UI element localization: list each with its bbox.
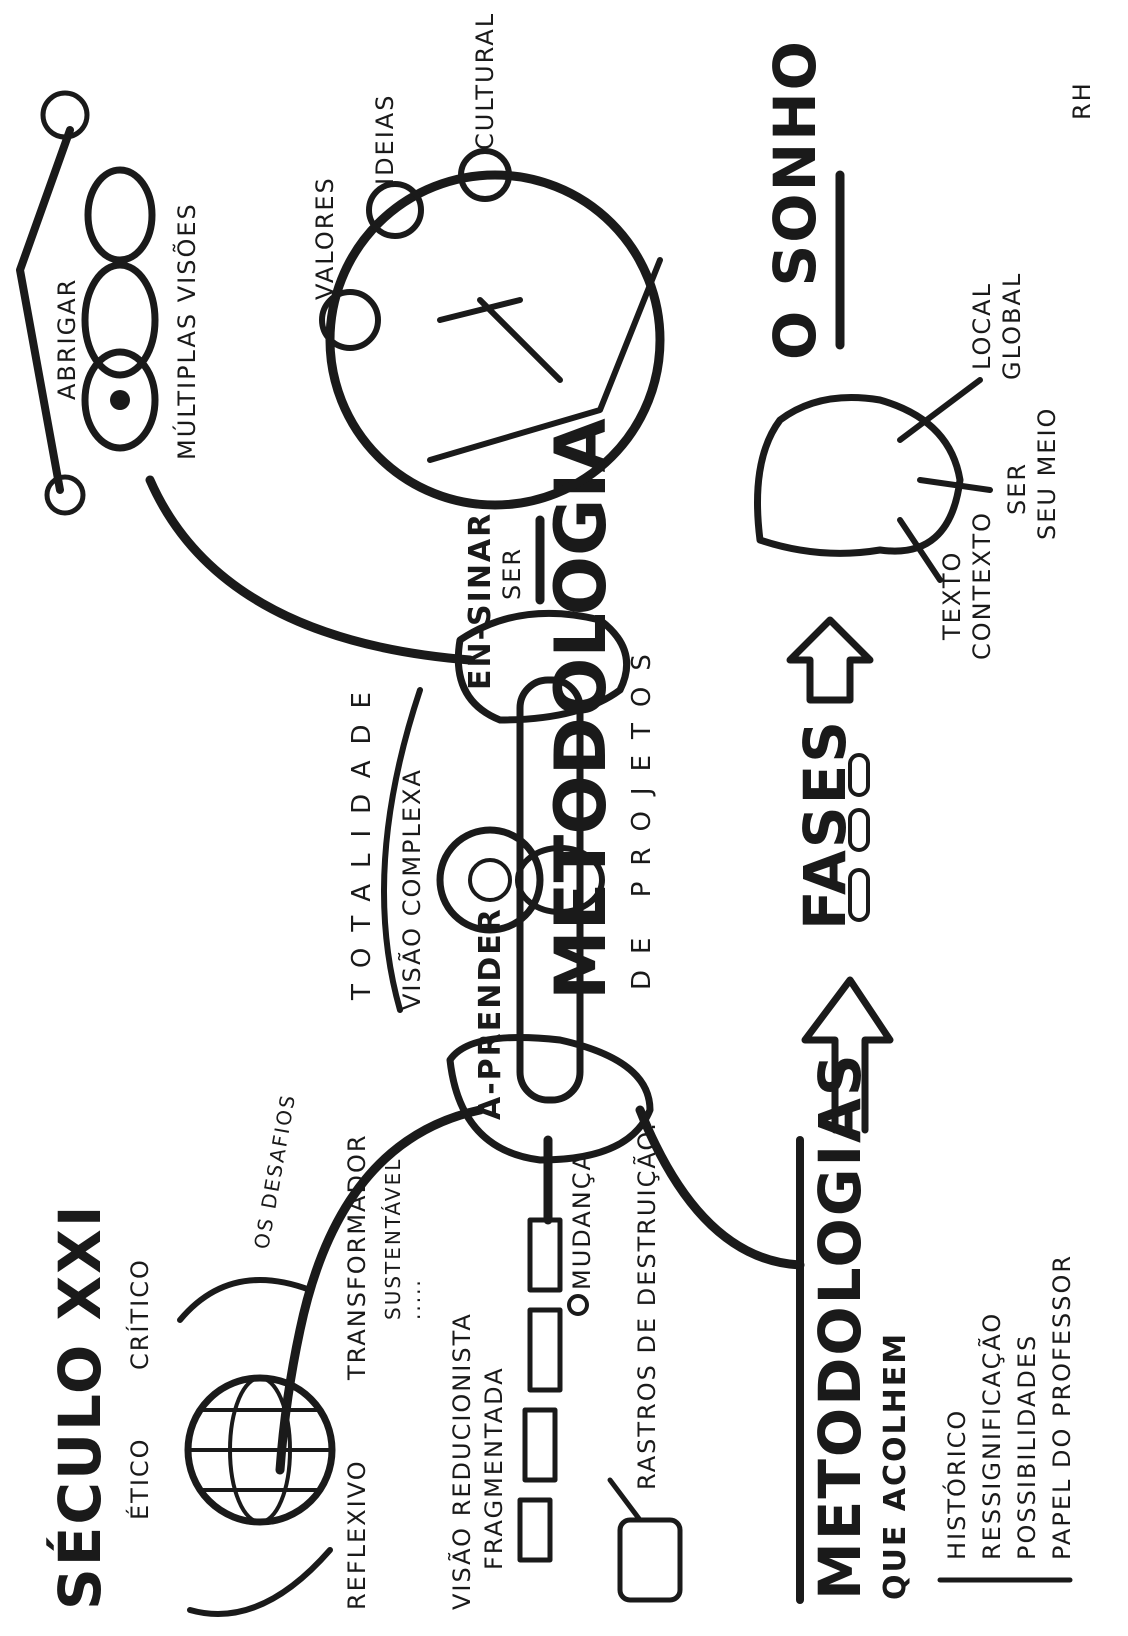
tank-icon [607,1477,683,1603]
up-arrow-icon-large [801,976,894,1134]
shelter-roof [16,126,74,494]
value-etico: ÉTICO [125,1437,154,1520]
connector-left-bottom [635,1105,805,1270]
central-scroll [446,609,654,1164]
sun-icon-bottom [44,474,86,516]
value-critico: CRÍTICO [125,1258,154,1370]
dreaming-head-icon [754,377,993,583]
fragmented-vision: FRAGMENTADA [480,1366,508,1570]
projetos-subtitle: DE PROJETOS [627,638,657,990]
arc-arrow [381,687,423,1013]
signature-initials: RH [1068,81,1096,120]
sun-icon-top [40,90,90,140]
destruction-trail-line1: RASTROS DE DESTRUIÇÃO. [631,1121,661,1490]
sustentavel-dots: ..... [401,1278,425,1320]
head-texto-label: TEXTO [938,551,966,641]
en-sinar-label: EN-SINAR [463,512,498,690]
ser-label: SER [498,547,526,600]
list-item-papel-professor: PAPEL DO PROFESSOR [1048,1254,1076,1560]
value-transformador: TRANSFORMADOR [343,1133,371,1381]
value-sustentavel: SUSTENTÁVEL [381,1158,405,1320]
cycle-arrow-top [177,1277,313,1323]
abrigar-label: ABRIGAR [53,278,81,400]
head-ser-label: SER [1003,462,1031,515]
metodologia-title: METODOLOGIA [540,418,622,1000]
globe-icon [184,1374,336,1526]
list-item-possibilidades: POSSIBILIDADES [1013,1334,1041,1560]
mudanca-label: MUDANÇA [568,1152,596,1290]
head-global-label: GLOBAL [998,272,1026,380]
value-reflexivo: REFLEXIVO [343,1459,371,1610]
visions-eyes-icon [81,166,159,452]
complexity-eye-icon [436,826,544,934]
multiplas-visoes-label: MÚLTIPLAS VISÕES [171,202,201,460]
up-arrow-icon-small [786,616,874,704]
fases-label: FASES [791,719,859,930]
cultural-bubble [458,148,512,202]
connector-right-upper [145,475,475,665]
totalidade-label: TOTALIDADE [347,676,377,1001]
head-local-label: LOCAL [968,282,996,370]
being-circle [325,170,665,510]
metodologias-title: METODOLOGIAS [806,1052,874,1600]
a-prender-label: A-PRENDER [473,907,508,1120]
valores-bubble [319,289,381,351]
cultural-label: CULTURAL [471,12,499,150]
eye-icon [567,1294,589,1316]
head-contexto-label: CONTEXTO [968,511,996,660]
list-item-historico: HISTÓRICO [941,1409,971,1560]
head-seu-meio-label: SEU MEIO [1033,407,1061,540]
valores-label: VALORES [311,176,339,300]
seculo-xxi-title: SÉCULO XXI [45,1204,114,1610]
ideias-bubble [366,181,424,239]
cycle-arrow-bottom [187,1547,333,1617]
que-acolhem-label: QUE ACOLHEM [878,1332,913,1600]
reductionist-vision: VISÃO REDUCIONISTA [446,1312,476,1610]
os-desafios-label: OS DESAFIOS [249,1092,300,1251]
ideias-label: IDEIAS [371,94,399,185]
figure-planting-icon [427,257,663,463]
o-sonho-label: O SONHO [761,39,829,360]
list-item-ressignificacao: RESSIGNIFICAÇÃO [976,1312,1006,1560]
fragment-blocks-icon [517,1217,563,1563]
phase-pills-icon [848,753,870,922]
visao-complexa-label: VISÃO COMPLEXA [396,768,426,1010]
